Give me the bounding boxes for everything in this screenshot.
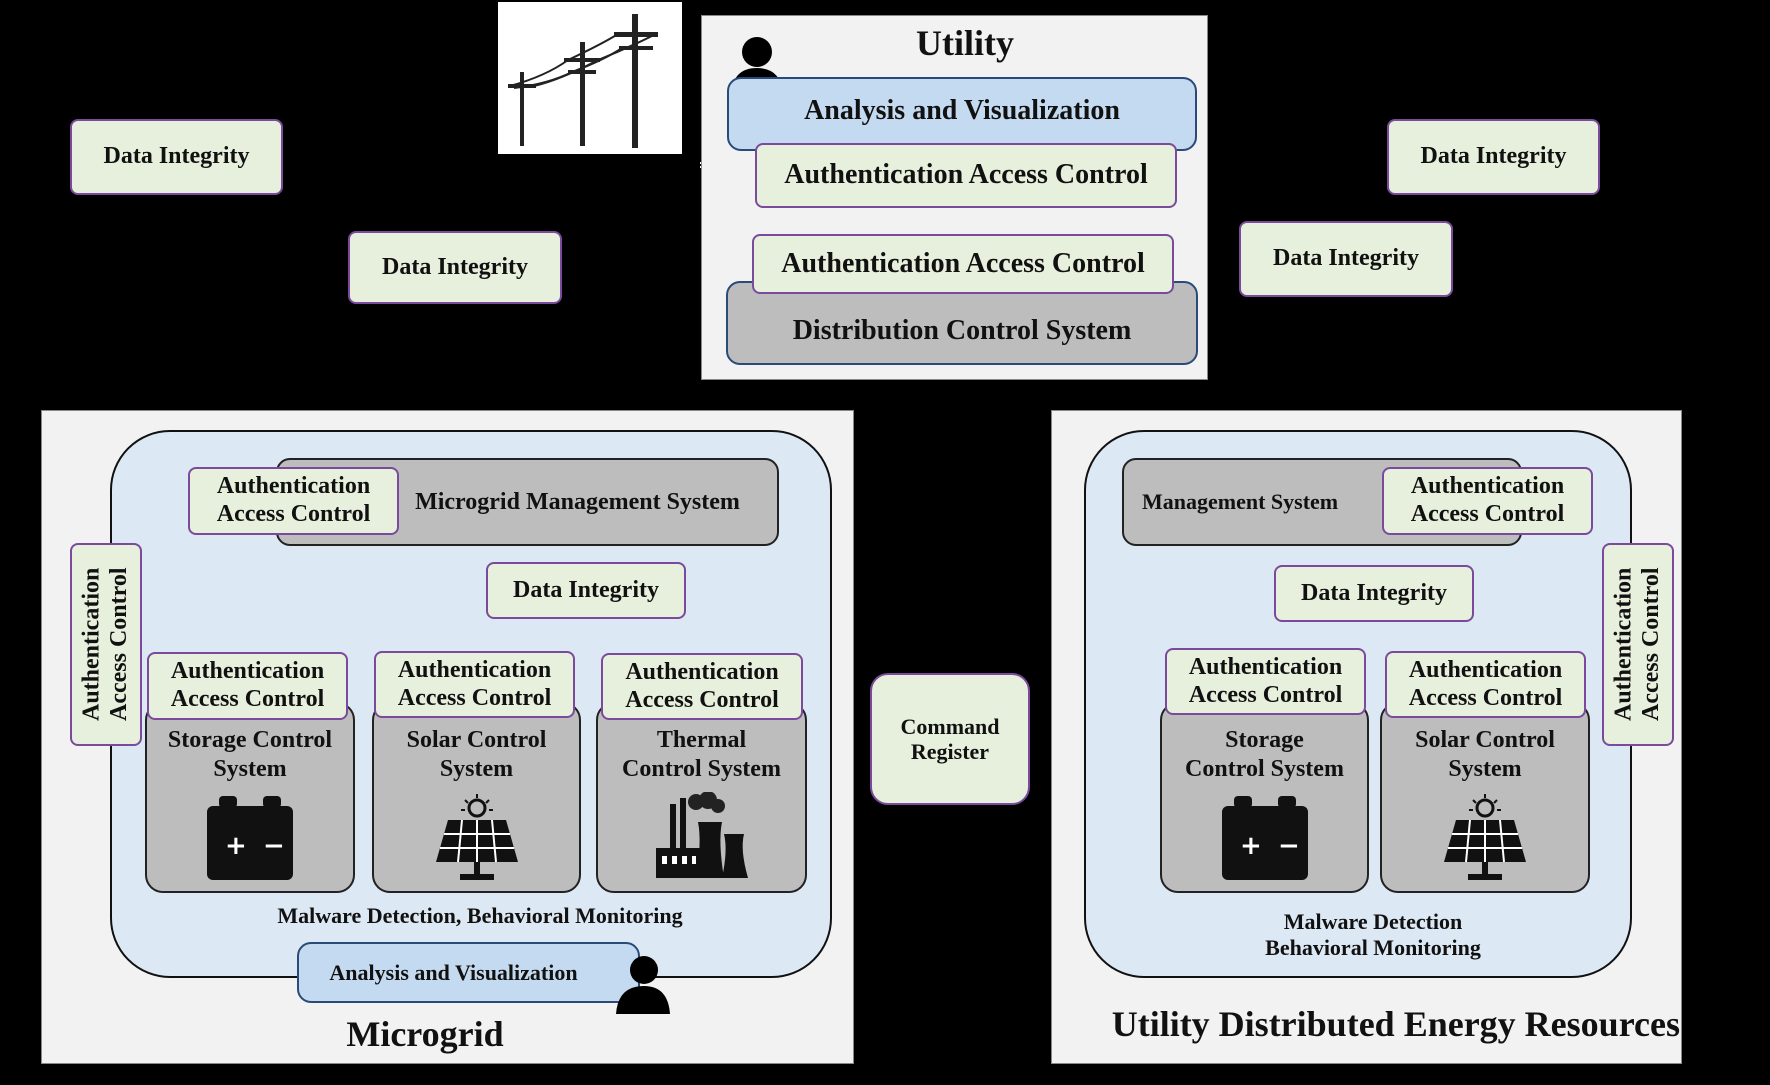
data-integrity-box: Data Integrity xyxy=(348,231,562,304)
power-plant-icon xyxy=(655,791,748,878)
storage-control-system: Storage Control System + − xyxy=(145,702,355,893)
power-lines-icon xyxy=(508,14,658,148)
solar-auth-access-control: Authentication Access Control xyxy=(374,651,575,718)
solar-control-system: Solar Control System xyxy=(372,702,581,893)
solar-panel-icon xyxy=(435,793,518,880)
microgrid-mgmt-auth-access-control: Authentication Access Control xyxy=(188,467,399,535)
storage-control-system-label: Storage Control System xyxy=(167,727,333,782)
svg-text:−: − xyxy=(263,831,285,861)
power-lines-image xyxy=(498,2,682,154)
solar-panel-icon xyxy=(1444,793,1526,880)
microgrid-monitoring-label: Malware Detection, Behavioral Monitoring xyxy=(277,902,683,928)
der-solar-control-system-label: Solar Control System xyxy=(1415,727,1555,782)
svg-text:−: − xyxy=(1278,831,1300,861)
der-storage-control-system-label: Storage Control System xyxy=(1185,727,1344,782)
data-integrity-box: Data Integrity xyxy=(1387,119,1600,195)
der-solar-auth-access-control: Authentication Access Control xyxy=(1385,651,1586,718)
der-monitoring-label: Malware Detection Behavioral Monitoring xyxy=(1265,908,1481,960)
person-icon xyxy=(616,956,670,1014)
thermal-auth-access-control: Authentication Access Control xyxy=(601,653,803,720)
der-storage-auth-access-control: Authentication Access Control xyxy=(1165,648,1366,715)
thermal-control-system: Thermal Control System xyxy=(596,702,807,893)
microgrid-data-integrity: Data Integrity xyxy=(486,562,686,619)
microgrid-side-auth-access-control: Authentication Access Control xyxy=(70,543,142,746)
microgrid-title: Microgrid xyxy=(346,1014,504,1055)
battery-icon: + − xyxy=(207,795,293,880)
der-data-integrity: Data Integrity xyxy=(1274,565,1474,622)
command-register: Command Register xyxy=(870,673,1030,805)
storage-auth-access-control: Authentication Access Control xyxy=(147,652,348,720)
svg-text:+: + xyxy=(1240,831,1262,861)
der-storage-control-system: Storage Control System + − xyxy=(1160,702,1369,893)
der-solar-control-system: Solar Control System xyxy=(1380,702,1590,893)
data-integrity-box: Data Integrity xyxy=(1239,221,1453,297)
der-side-auth-access-control: Authentication Access Control xyxy=(1602,543,1674,746)
solar-control-system-label: Solar Control System xyxy=(406,727,547,782)
thermal-control-system-label: Thermal Control System xyxy=(622,727,781,782)
der-title: Utility Distributed Energy Resources xyxy=(1111,1004,1680,1045)
utility-auth-access-control-top: Authentication Access Control xyxy=(755,143,1177,208)
microgrid-analysis-box: Analysis and Visualization xyxy=(297,942,640,1003)
svg-text:+: + xyxy=(225,831,247,861)
battery-icon: + − xyxy=(1221,795,1308,880)
der-mgmt-auth-access-control: Authentication Access Control xyxy=(1382,467,1593,535)
utility-auth-access-control-bottom: Authentication Access Control xyxy=(752,234,1174,294)
data-integrity-box: Data Integrity xyxy=(70,119,283,195)
utility-title: Utility xyxy=(916,23,1014,64)
utility-analysis-box: Analysis and Visualization xyxy=(727,77,1197,151)
